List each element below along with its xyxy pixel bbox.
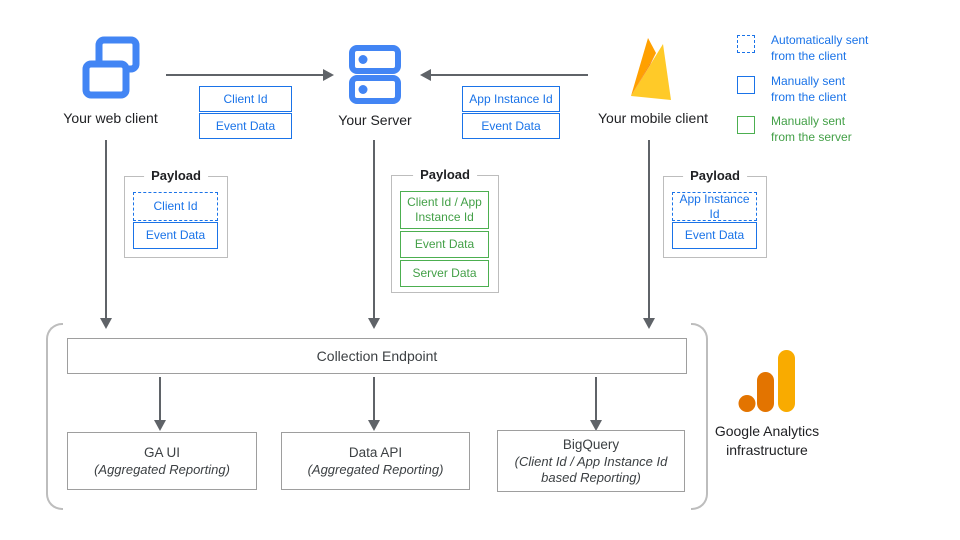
ce-to-dataapi-arrow [373,377,375,420]
data-api-box: Data API (Aggregated Reporting) [281,432,470,490]
legend-line1: Automatically sent [771,33,869,47]
legend-label: Manually sent from the server [771,114,852,145]
server-icon [349,45,401,112]
web-client-label: Your web client [63,110,158,126]
ce-to-bigquery-arrowhead-icon [590,420,602,431]
bigquery-box: BigQuery (Client Id / App Instance Id ba… [497,430,685,492]
ce-to-bigquery-arrow [595,377,597,420]
ga-ui-box: GA UI (Aggregated Reporting) [67,432,257,490]
bracket-left-icon [46,323,63,510]
payload-title: Payload [683,168,747,183]
payload-title: Payload [413,167,477,182]
data-api-subtitle: (Aggregated Reporting) [307,461,444,477]
legend-line1: Manually sent [771,114,846,128]
ga-ui-title: GA UI [143,445,180,461]
legend-label: Manually sent from the client [771,74,846,105]
dashed-blue-swatch-icon [737,35,755,53]
legend-line2: from the server [771,129,852,144]
mobile-down-arrow [648,140,650,318]
mobile-down-arrowhead-icon [643,318,655,329]
payload-field-event-data: Event Data [400,231,489,258]
legend-line1: Manually sent [771,74,846,88]
data-api-title: Data API [348,445,403,461]
payload-box-web: Payload Client Id Event Data [124,168,228,258]
payload-field-client-or-app-id: Client Id / App Instance Id [400,191,489,229]
ce-to-gaui-arrow [159,377,161,420]
legend-line2: from the client [771,89,847,104]
web-to-server-arrow [166,74,324,76]
ce-to-dataapi-arrowhead-icon [368,420,380,431]
server-down-arrow [373,140,375,318]
bracket-right-icon [691,323,708,510]
solid-blue-swatch-icon [737,76,755,94]
bigquery-subtitle: (Client Id / App Instance Id based Repor… [514,453,668,485]
infrastructure-caption: Google Analytics infrastructure [700,422,834,460]
legend-item-manual-server: Manually sent from the server [737,114,852,145]
legend-label: Automatically sent from the client [771,33,868,64]
mobile-to-server-arrowhead-icon [420,69,431,81]
web-down-arrow [105,140,107,318]
payload-box-mobile: Payload App Instance Id Event Data [663,168,767,258]
payload-field-event-data: Event Data [672,222,757,249]
legend-item-auto-client: Automatically sent from the client [737,33,868,64]
payload-box-server: Payload Client Id / App Instance Id Even… [391,167,499,293]
solid-green-swatch-icon [737,116,755,134]
legend-item-manual-client: Manually sent from the client [737,74,846,105]
web-to-server-arrowhead-icon [323,69,334,81]
ce-to-gaui-arrowhead-icon [154,420,166,431]
caption-line1: Google Analytics [714,423,820,439]
ga-ui-subtitle: (Aggregated Reporting) [94,461,230,477]
google-analytics-icon [736,348,798,419]
payload-field-client-id: Client Id [133,192,218,221]
server-down-arrowhead-icon [368,318,380,329]
legend-line2: from the client [771,48,847,63]
web-down-arrowhead-icon [100,318,112,329]
server-label: Your Server [338,112,412,128]
mobile-to-server-arrow [431,74,588,76]
mobile-client-label: Your mobile client [598,110,708,126]
flow-tag-event-data: Event Data [462,113,560,139]
payload-field-event-data: Event Data [133,222,218,249]
payload-title: Payload [144,168,208,183]
web-client-icon [82,36,140,111]
caption-line2: infrastructure [726,441,808,458]
bigquery-title: BigQuery [562,436,620,452]
flow-tag-app-instance-id: App Instance Id [462,86,560,112]
flow-tag-event-data: Event Data [199,113,292,139]
collection-endpoint-box: Collection Endpoint [67,338,687,374]
firebase-icon [622,34,680,111]
payload-field-app-instance-id: App Instance Id [672,192,757,221]
flow-tag-client-id: Client Id [199,86,292,112]
payload-field-server-data: Server Data [400,260,489,287]
